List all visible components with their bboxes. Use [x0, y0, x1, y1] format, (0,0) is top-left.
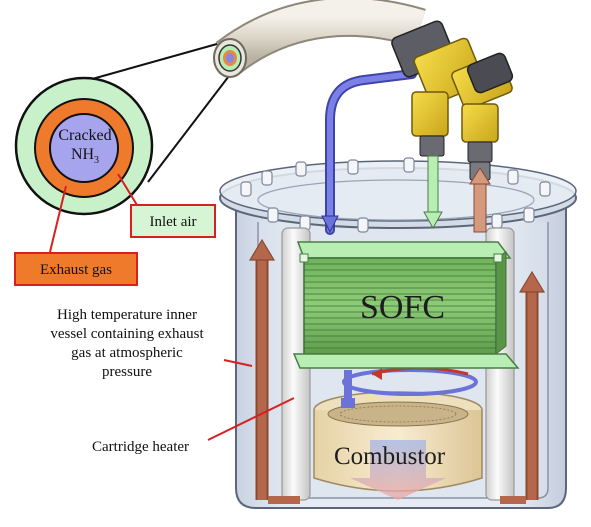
cross-section-icon [14, 76, 154, 216]
cracked-label-line1: Cracked [58, 127, 112, 144]
inlet-air-box: Inlet air [130, 204, 216, 238]
vessel-note-line4: pressure [102, 364, 152, 380]
combustor-label: Combustor [334, 443, 446, 470]
cracked-nh3-label: Cracked NH3 [50, 126, 120, 170]
flexible-hose [213, 0, 426, 78]
sofc-label: SOFC [360, 289, 446, 326]
combustor [313, 391, 483, 500]
nh-text: NH [70, 146, 95, 163]
exhaust-gas-box: Exhaust gas [14, 252, 138, 286]
sofc-stack [292, 241, 520, 369]
subscript-3: 3 [94, 155, 100, 167]
flow-arrow-icon [248, 238, 546, 504]
vessel-note: High temperature inner vessel containing… [16, 306, 238, 382]
cartridge-heater-label: Cartridge heater [92, 439, 190, 455]
cracked-label-line2: NH3 [50, 145, 120, 170]
gas-fitting-icon [325, 20, 514, 235]
vessel-note-line2: vessel containing exhaust [50, 326, 204, 342]
vessel-note-line1: High temperature inner [57, 307, 197, 323]
vessel-note-line3: gas at atmospheric [71, 345, 183, 361]
